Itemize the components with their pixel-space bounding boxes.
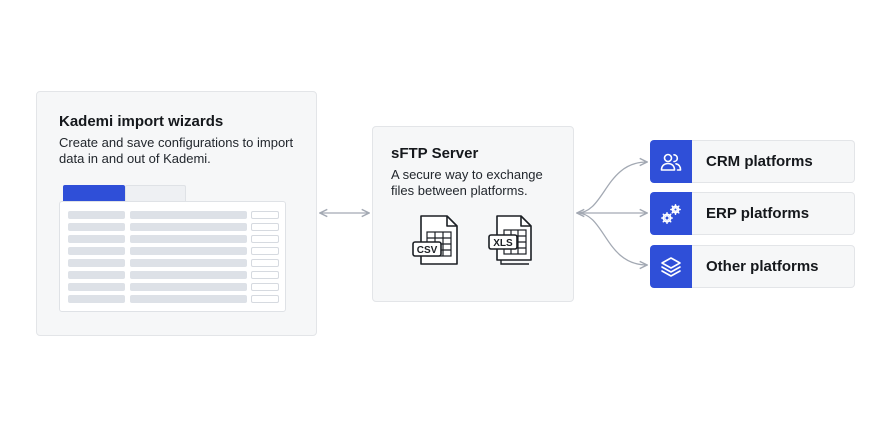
xls-file-icon: XLS	[488, 215, 532, 265]
mock-tab-inactive	[125, 185, 186, 201]
mock-table-illustration	[59, 201, 286, 312]
platform-label: CRM platforms	[706, 153, 813, 170]
platform-erp: ERP platforms	[650, 192, 855, 235]
sftp-server-card: sFTP Server A secure way to exchange fil…	[372, 126, 574, 302]
mock-tab-active	[63, 185, 125, 201]
platform-crm: CRM platforms	[650, 140, 855, 183]
sftp-description: A secure way to exchange files between p…	[391, 167, 543, 198]
wizard-title: Kademi import wizards	[59, 113, 224, 130]
sftp-title: sFTP Server	[391, 145, 479, 162]
gears-icon	[650, 192, 692, 235]
sftp-crm-connector	[577, 162, 647, 213]
xls-label: XLS	[493, 238, 513, 249]
layers-icon	[650, 245, 692, 288]
platform-label: ERP platforms	[706, 205, 810, 222]
users-icon	[650, 140, 692, 183]
sftp-other-connector	[576, 212, 647, 265]
wizard-description: Create and save configurations to import…	[59, 135, 294, 166]
platform-other: Other platforms	[650, 245, 855, 288]
import-wizards-card: Kademi import wizards Create and save co…	[36, 91, 317, 336]
csv-file-icon: CSV	[412, 215, 458, 265]
platform-label: Other platforms	[706, 258, 819, 275]
csv-label: CSV	[417, 245, 438, 256]
